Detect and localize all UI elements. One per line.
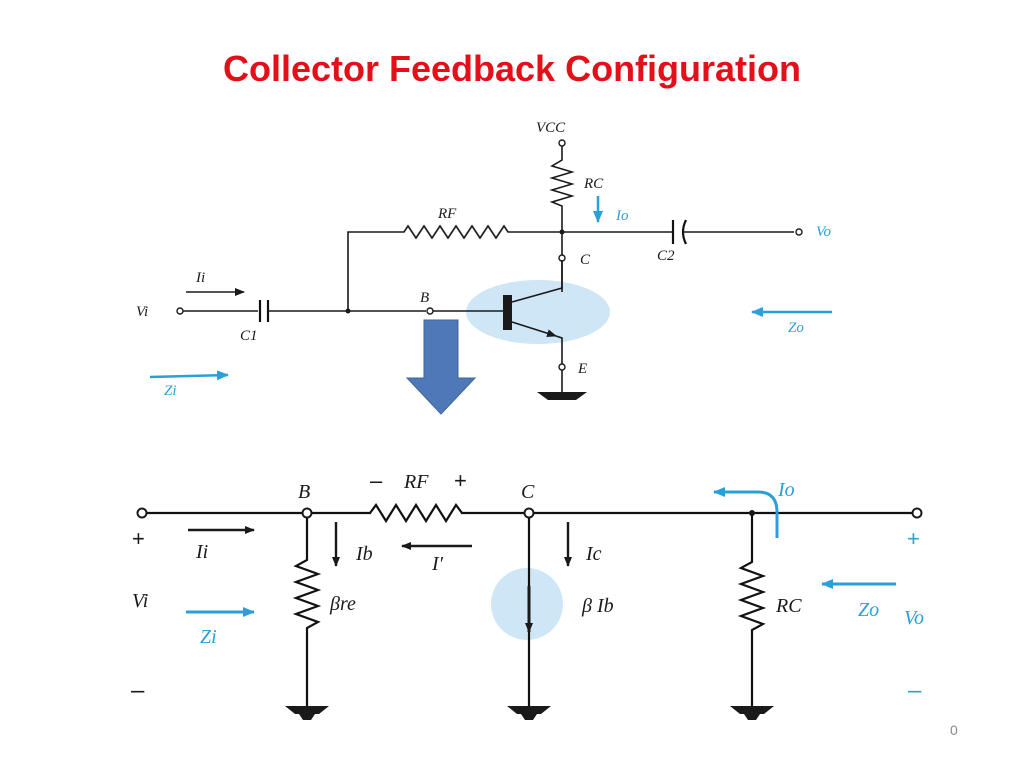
input-terminal xyxy=(136,507,148,519)
rf-minus-label: – xyxy=(370,468,383,493)
vcc-terminal xyxy=(558,139,566,147)
minus-left-label: – xyxy=(131,677,145,704)
c-node xyxy=(523,507,535,519)
top-ground-icon xyxy=(537,392,587,400)
plus-right-label: + xyxy=(907,526,920,551)
io-curved-arrow xyxy=(713,487,779,538)
b-label: B xyxy=(420,290,429,306)
bottom-circuit: B – RF + C Io + + – – Ii Vi Zi Ib βre I′ xyxy=(131,468,924,720)
ground-b-icon xyxy=(285,706,329,714)
io-label: Io xyxy=(615,208,629,224)
zo-label-top: Zo xyxy=(788,320,804,336)
current-source-highlight xyxy=(491,568,563,640)
vi-label: Vi xyxy=(132,590,148,612)
zo-label: Zo xyxy=(858,599,879,621)
slide-number: 0 xyxy=(950,722,958,738)
c-label: C xyxy=(580,252,591,268)
e-terminal xyxy=(558,363,566,371)
ii-label: Ii xyxy=(195,541,208,563)
plus-left-label: + xyxy=(132,526,145,551)
vo-label: Vo xyxy=(904,607,924,629)
ground-c-icon-lower xyxy=(521,714,537,720)
beta-ib-label: β Ib xyxy=(581,595,614,617)
zi-arrow-top xyxy=(149,370,229,381)
ground-rc-icon xyxy=(730,706,774,714)
vcc-label: VCC xyxy=(536,120,566,136)
zi-label: Zi xyxy=(200,626,217,648)
transition-arrow xyxy=(405,319,477,415)
ib-label: Ib xyxy=(355,543,373,565)
vo-terminal xyxy=(795,228,803,236)
ic-label: Ic xyxy=(585,543,602,565)
vi-label: Vi xyxy=(136,304,148,320)
b-label: B xyxy=(298,481,310,503)
feedback-junction xyxy=(345,308,351,314)
vi-terminal xyxy=(176,307,184,315)
c1-label: C1 xyxy=(240,328,258,344)
beta-re-label: βre xyxy=(329,593,356,615)
b-terminal xyxy=(426,307,434,315)
ground-b-icon-lower xyxy=(299,714,315,720)
io-label: Io xyxy=(777,479,795,501)
rc-label: RC xyxy=(775,595,802,617)
ground-rc-icon-lower xyxy=(744,714,760,720)
emitter-arrow xyxy=(511,321,557,338)
c2-label: C2 xyxy=(657,248,675,264)
vo-label: Vo xyxy=(816,224,832,240)
ground-c-icon xyxy=(507,706,551,714)
c-label: C xyxy=(521,481,535,503)
e-label: E xyxy=(577,361,587,377)
zi-label-top: Zi xyxy=(164,383,177,399)
i-prime-label: I′ xyxy=(431,553,444,575)
rc-label: RC xyxy=(583,176,604,192)
rf-label: RF xyxy=(437,206,457,222)
rf-plus-label: + xyxy=(454,468,467,493)
b-node xyxy=(301,507,313,519)
slide-title: Collector Feedback Configuration xyxy=(222,48,802,89)
ii-label: Ii xyxy=(195,270,205,286)
transistor-highlight xyxy=(466,280,610,344)
top-circuit: VCC RC Io C2 Vo RF C Ii Vi C1 B xyxy=(136,120,832,400)
rf-label: RF xyxy=(403,471,429,493)
output-terminal xyxy=(911,507,923,519)
minus-right-label: – xyxy=(908,677,922,704)
transistor-base-bar xyxy=(503,295,512,330)
